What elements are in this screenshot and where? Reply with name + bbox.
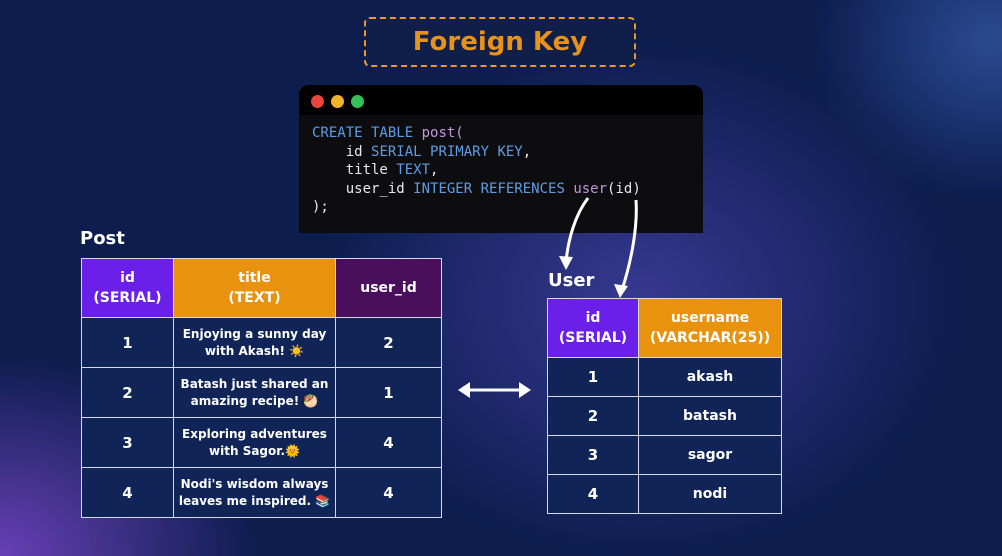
header-label: id <box>120 270 135 286</box>
table-row: 2 batash <box>547 396 782 436</box>
header-label: id <box>585 310 601 326</box>
table-row: 4 nodi <box>547 474 782 514</box>
title-line: with Akash! ☀️ <box>204 343 305 358</box>
post-cell-title: Nodi's wisdom always leaves me inspired. … <box>173 467 336 518</box>
post-cell-user-id: 4 <box>335 417 442 468</box>
curved-arrow-to-user-id <box>620 199 638 291</box>
code-text: , <box>522 143 532 160</box>
code-text: user_id <box>312 180 414 197</box>
post-cell-title: Batash just shared an amazing recipe! 🥙 <box>173 367 336 418</box>
user-cell-username: batash <box>638 396 782 436</box>
table-row: 4 Nodi's wisdom always leaves me inspired… <box>81 467 442 518</box>
post-cell-user-id: 2 <box>335 317 442 368</box>
header-label: user_id <box>360 280 417 296</box>
user-cell-username: akash <box>638 357 782 397</box>
arrowhead-icon <box>614 284 628 298</box>
code-keyword: TEXT <box>396 162 431 178</box>
post-cell-id: 4 <box>81 467 174 518</box>
user-table: id (SERIAL) username (VARCHAR(25)) 1 aka… <box>547 298 782 514</box>
header-type: (TEXT) <box>228 290 281 306</box>
title-line: Enjoying a sunny day <box>182 326 327 341</box>
post-table: id (SERIAL) title (TEXT) user_id 1 Enjoy… <box>81 258 442 518</box>
user-header-id: id (SERIAL) <box>547 298 639 358</box>
post-header-user-id: user_id <box>335 258 442 318</box>
maximize-dot-icon <box>351 95 364 108</box>
code-keyword: SERIAL PRIMARY KEY <box>371 143 523 160</box>
header-label: title <box>238 270 271 286</box>
diagram-title-box: Foreign Key <box>364 17 636 67</box>
close-dot-icon <box>311 95 324 108</box>
title-line: with Sagor.🌞 <box>209 443 300 458</box>
post-table-label: Post <box>80 228 125 249</box>
code-keyword: CREATE TABLE <box>312 125 414 141</box>
title-line: Exploring adventures <box>182 426 327 441</box>
user-table-label: User <box>548 270 595 291</box>
code-reference-column: (id) <box>607 180 641 197</box>
post-cell-user-id: 4 <box>335 467 442 518</box>
code-text: , <box>430 162 439 178</box>
user-header-row: id (SERIAL) username (VARCHAR(25)) <box>547 298 782 358</box>
code-text: title <box>312 162 397 178</box>
curved-arrow-to-user-label <box>564 197 590 263</box>
post-cell-id: 2 <box>81 367 174 418</box>
user-cell-id: 3 <box>547 435 639 475</box>
arrowhead-icon <box>559 256 573 270</box>
title-line: leaves me inspired. 📚 <box>178 493 331 508</box>
user-cell-id: 2 <box>547 396 639 436</box>
code-table-name: post( <box>413 125 464 141</box>
user-header-username: username (VARCHAR(25)) <box>638 298 782 358</box>
arrowhead-left-icon <box>458 382 470 398</box>
header-type: (SERIAL) <box>558 330 628 346</box>
arrowhead-right-icon <box>519 382 531 398</box>
header-type: (SERIAL) <box>93 290 162 306</box>
post-cell-id: 1 <box>81 317 174 368</box>
title-line: Nodi's wisdom always <box>180 476 329 491</box>
user-cell-id: 4 <box>547 474 639 514</box>
diagram-title: Foreign Key <box>412 27 588 57</box>
post-cell-title: Exploring adventures with Sagor.🌞 <box>173 417 336 468</box>
code-window-titlebar <box>299 85 703 115</box>
code-keyword: INTEGER REFERENCES <box>413 180 565 197</box>
user-cell-id: 1 <box>547 357 639 397</box>
header-type: (VARCHAR(25)) <box>649 330 771 346</box>
table-row: 1 Enjoying a sunny day with Akash! ☀️ 2 <box>81 317 442 368</box>
code-text: ); <box>312 199 329 215</box>
post-cell-user-id: 1 <box>335 367 442 418</box>
minimize-dot-icon <box>331 95 344 108</box>
header-label: username <box>670 310 750 326</box>
sql-code-block: CREATE TABLE post( id SERIAL PRIMARY KEY… <box>299 115 703 217</box>
code-text: id <box>312 143 372 160</box>
post-header-id: id (SERIAL) <box>81 258 174 318</box>
code-reference-table: user <box>573 180 608 197</box>
title-line: Batash just shared an <box>180 376 329 391</box>
table-row: 2 Batash just shared an amazing recipe! 🥙… <box>81 367 442 418</box>
title-line: amazing recipe! 🥙 <box>190 393 319 408</box>
table-row: 1 akash <box>547 357 782 397</box>
user-cell-username: nodi <box>638 474 782 514</box>
